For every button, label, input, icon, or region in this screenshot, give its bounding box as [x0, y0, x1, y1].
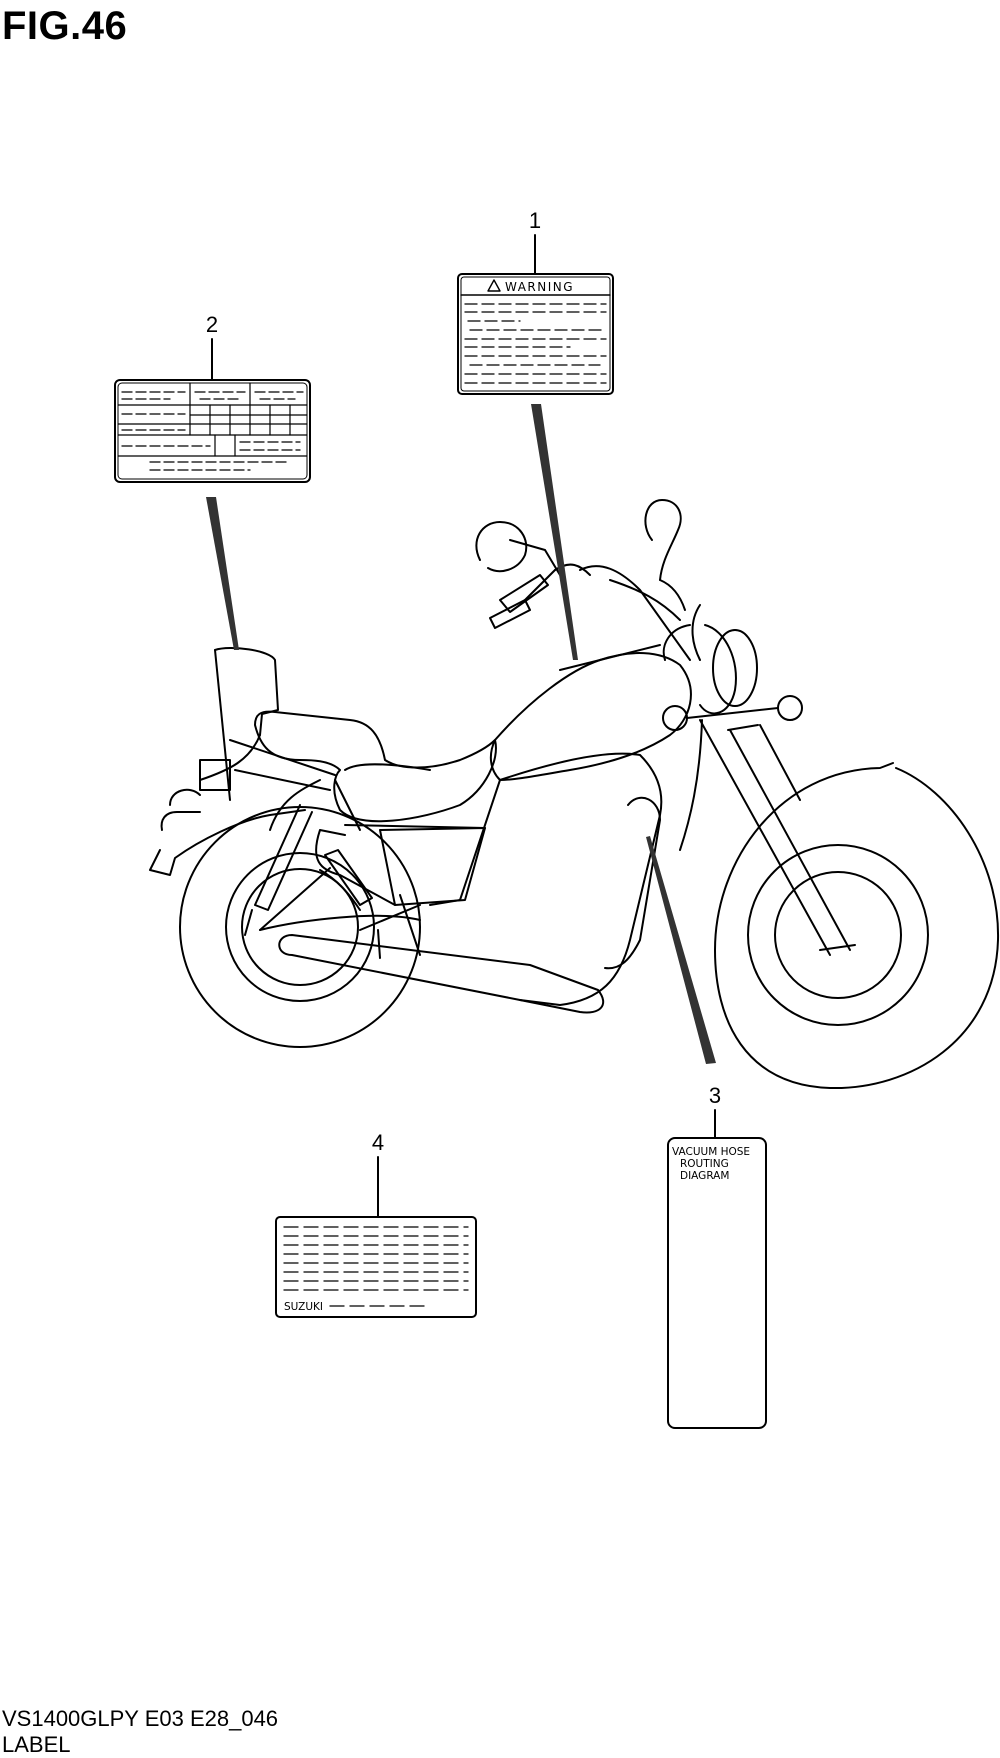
steering-head: [579, 565, 691, 661]
callout-2[interactable]: 2: [114, 312, 311, 483]
rear-wheel: [179, 806, 421, 1048]
spec-label-part: [114, 379, 311, 483]
svg-text:VACUUM HOSE ROUTING: VACUUM HOSE ROUTING DIAGRAM: [672, 1146, 753, 1182]
callout-number: 1: [529, 208, 541, 233]
mirror-left: [475, 521, 528, 573]
callout-3[interactable]: 3 VACUUM HOSE ROUTING DIAGRAM: [667, 1083, 767, 1429]
brand-text: SUZUKI: [284, 1301, 323, 1313]
label-text-lines: [283, 1226, 469, 1307]
warning-heading: WARNING: [505, 280, 574, 294]
callout-number: 2: [206, 312, 218, 337]
headlight: [699, 624, 737, 715]
mirror-right: [644, 499, 682, 581]
figure-title: FIG.46: [2, 4, 128, 48]
model-code: VS1400GLPY E03 E28_046: [2, 1706, 279, 1731]
exhaust-pipe: [278, 934, 605, 1014]
warning-label-part: WARNING: [457, 273, 614, 395]
leader-2: [206, 497, 239, 650]
callout-1[interactable]: 1 WARNING: [457, 208, 614, 395]
leader-3: [646, 836, 716, 1064]
handlebar-left: [499, 574, 549, 613]
front-forks: [699, 719, 831, 956]
engine-outline: [499, 752, 663, 1006]
label-line-2: ROUTING: [680, 1158, 729, 1170]
callout-4[interactable]: 4 SUZUKI: [275, 1130, 477, 1318]
front-wheel: [714, 762, 1000, 1090]
rear-frame: [334, 779, 361, 831]
label-text-lines: [464, 303, 607, 384]
fuel-tank: [489, 652, 692, 781]
label-line-1: VACUUM HOSE: [672, 1146, 750, 1158]
section-name: LABEL: [2, 1732, 71, 1757]
rear-fender: [149, 809, 306, 876]
motorcycle-drawing: [149, 499, 1000, 1090]
leader-lines: [206, 404, 716, 1064]
label-text-lines: [121, 391, 304, 471]
label-line-3: DIAGRAM: [680, 1170, 729, 1182]
seat: [254, 710, 497, 823]
sissy-bar: [214, 647, 279, 736]
suzuki-label-part: SUZUKI: [275, 1216, 477, 1318]
vacuum-hose-label-part: VACUUM HOSE ROUTING DIAGRAM: [667, 1137, 767, 1429]
callout-number: 4: [372, 1130, 384, 1155]
warning-triangle-icon: [487, 279, 501, 292]
callout-number: 3: [709, 1083, 721, 1108]
leader-1: [531, 404, 578, 660]
